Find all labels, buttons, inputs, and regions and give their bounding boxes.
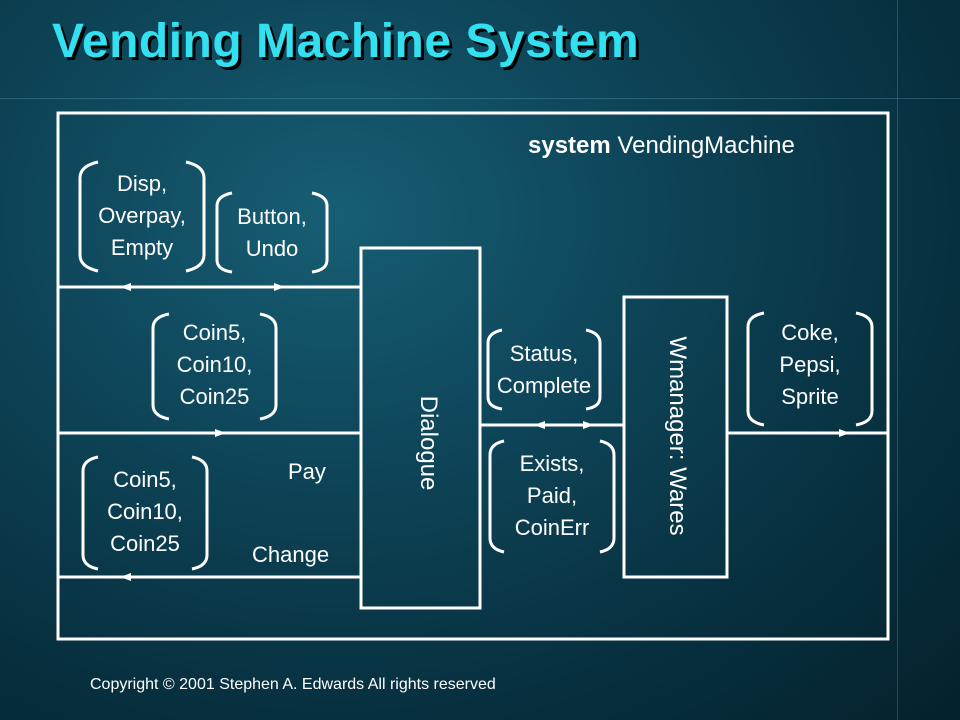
signal-group-coin-in: Coin5, Coin10, Coin25 [151, 317, 278, 413]
system-boundary [56, 111, 890, 641]
signal-bracket-right [855, 311, 874, 427]
signal-label: Overpay, [98, 203, 186, 228]
signal-bracket-left [78, 160, 99, 273]
arrow-right-icon [274, 283, 285, 291]
signal-label: Coin10, [176, 352, 253, 377]
signal-label: Paid, [526, 483, 578, 508]
signal-label: Exists, [519, 451, 585, 476]
signal-label: Status, [509, 341, 579, 366]
background-line [0, 98, 960, 99]
signal-group-display: Disp, Overpay, Empty [78, 168, 206, 264]
arrow-left-icon [534, 421, 545, 429]
dialogue-block [359, 246, 482, 610]
signal-bracket-right [311, 191, 329, 274]
signal-bracket-left [81, 455, 99, 571]
arrow-left-icon [120, 283, 131, 291]
channel-label-pay: Pay [288, 459, 326, 484]
dialogue-label: Dialogue [415, 395, 442, 491]
signal-label: Undo [245, 236, 299, 261]
signal-group-status: Status, Complete [480, 338, 608, 402]
signal-bracket-left [151, 312, 170, 421]
signal-bracket-left [486, 328, 503, 411]
signal-bracket-left [488, 439, 505, 554]
signal-label: Pepsi, [779, 352, 841, 377]
signal-label: Coin25 [179, 384, 250, 409]
arrow-right-icon [215, 429, 226, 437]
signal-bracket-right [191, 455, 209, 571]
signal-group-exists: Exists, Paid, CoinErr [488, 448, 616, 544]
signal-label: Button, [237, 204, 307, 229]
signal-bracket-left [215, 191, 233, 274]
signal-bracket-right [259, 312, 278, 421]
channel-label-change: Change [252, 542, 330, 567]
signal-group-coin-out: Coin5, Coin10, Coin25 [81, 464, 209, 560]
signal-bracket-right [585, 328, 602, 411]
arrow-right-icon [839, 429, 850, 437]
arrow-left-icon [120, 573, 131, 581]
system-label: system VendingMachine [528, 132, 795, 160]
signal-label: Coin25 [110, 531, 180, 556]
system-keyword: system [528, 132, 611, 159]
arrow-right-icon [583, 421, 594, 429]
signal-label: Complete [496, 373, 592, 398]
wmanager-block [622, 295, 729, 579]
copyright-notice: Copyright © 2001 Stephen A. Edwards All … [90, 676, 496, 693]
signal-label: Coke, [781, 320, 839, 345]
background-line [897, 0, 898, 720]
signal-bracket-right [599, 439, 616, 554]
signal-group-drinks: Coke, Pepsi, Sprite [746, 317, 874, 413]
system-name: VendingMachine [617, 132, 795, 159]
wmanager-label: Wmanager: Wares [664, 336, 691, 536]
page-title: Vending Machine System [52, 15, 640, 68]
signal-label: Coin5, [113, 467, 177, 492]
signal-label: Coin10, [107, 499, 183, 524]
signal-label: Empty [110, 235, 174, 260]
signal-label: Sprite [781, 384, 839, 409]
signal-label: Coin5, [182, 320, 247, 345]
signal-label: Disp, [116, 171, 168, 196]
signal-group-button: Button, Undo [215, 201, 329, 265]
signal-bracket-right [185, 160, 206, 273]
signal-bracket-left [746, 311, 765, 427]
signal-label: CoinErr [514, 515, 590, 540]
